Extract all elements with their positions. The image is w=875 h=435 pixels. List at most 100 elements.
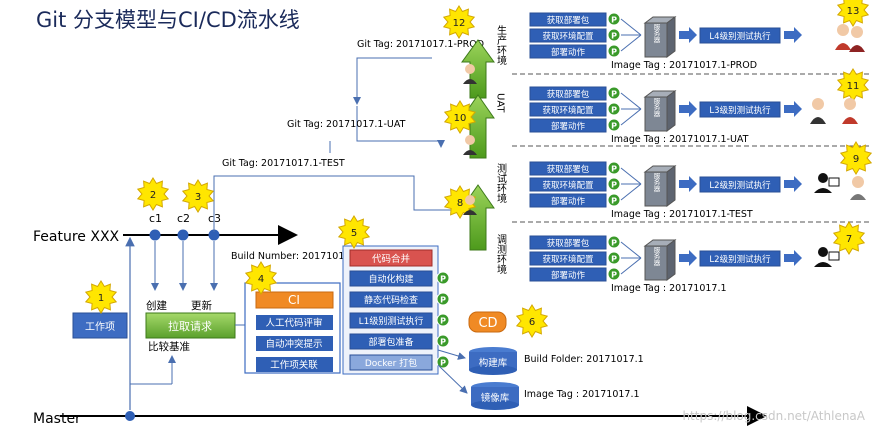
deploy-step-label: 部署动作 xyxy=(551,196,586,207)
image-tag-label: Image Tag : 20171017.1-PROD xyxy=(611,60,757,71)
ci-item-box[interactable] xyxy=(256,357,333,372)
deploy-step-label: 获取部署包 xyxy=(547,238,590,249)
env-label-test: 测试环境 xyxy=(495,162,507,204)
deploy-to-server-line xyxy=(620,92,642,110)
pipeline-step-box[interactable] xyxy=(349,312,433,329)
p-marker-icon xyxy=(436,334,450,348)
p-marker-icon xyxy=(607,102,621,116)
ci-label: CI xyxy=(288,293,300,307)
p-marker-icon xyxy=(607,177,621,191)
step-number-label: 5 xyxy=(351,228,357,239)
deploy-to-server-line xyxy=(620,183,642,201)
pipeline-to-repo-line xyxy=(437,349,466,360)
people-icon xyxy=(835,24,865,52)
pipeline-step-box[interactable] xyxy=(349,291,433,308)
pipeline-to-image-line xyxy=(437,364,468,394)
p-marker-label: P xyxy=(611,197,617,206)
step-star-icon xyxy=(244,261,278,295)
build-repo-cylinder[interactable] xyxy=(469,347,517,375)
p-marker-label: P xyxy=(611,48,617,57)
deploy-step-box[interactable] xyxy=(529,118,607,133)
deploy-step-box[interactable] xyxy=(529,267,607,282)
p-marker-icon xyxy=(607,251,621,265)
create-label: 创建 xyxy=(146,299,167,312)
p-marker-icon xyxy=(607,86,621,100)
deploy-to-server-line xyxy=(620,257,642,275)
page-title: Git 分支模型与CI/CD流水线 xyxy=(36,8,300,32)
server-icon-side xyxy=(666,239,676,281)
deploy-step-box[interactable] xyxy=(529,177,607,192)
test-step-box[interactable] xyxy=(699,250,781,267)
step-star-icon xyxy=(181,179,215,213)
pull-request-label: 拉取请求 xyxy=(168,319,212,333)
image-repo-cylinder[interactable] xyxy=(471,382,519,410)
build-repo-label: 构建库 xyxy=(479,357,508,369)
test-step-box[interactable] xyxy=(699,27,781,44)
step-number-label: 10 xyxy=(454,113,467,124)
test-step-label: L4级别测试执行 xyxy=(709,31,771,42)
flow-arrow-icon xyxy=(784,101,802,117)
image-tag-bottom-label: Image Tag : 20171017.1 xyxy=(524,389,640,400)
deploy-step-label: 部署动作 xyxy=(551,270,586,281)
deploy-step-box[interactable] xyxy=(529,28,607,43)
deploy-step-box[interactable] xyxy=(529,102,607,117)
test-step-box[interactable] xyxy=(699,176,781,193)
step-number-label: 4 xyxy=(258,274,264,285)
p-marker-icon xyxy=(436,355,450,369)
step-number-label: 8 xyxy=(457,198,463,209)
people-icon xyxy=(810,98,858,124)
commit-dot-c3[interactable] xyxy=(208,229,220,241)
compare-baseline-label: 比较基准 xyxy=(148,340,190,353)
watermark-text: https://blog.csdn.net/AthlenaA xyxy=(682,409,865,423)
step-number-label: 13 xyxy=(847,6,860,17)
deploy-step-box[interactable] xyxy=(529,44,607,59)
master-commit-dot xyxy=(125,411,135,421)
commit-dot-c2[interactable] xyxy=(177,229,189,241)
p-marker-label: P xyxy=(440,296,446,305)
p-marker-icon xyxy=(436,292,450,306)
test-step-box[interactable] xyxy=(699,101,781,118)
flow-arrow-icon xyxy=(784,176,802,192)
deploy-step-label: 获取部署包 xyxy=(547,15,590,26)
deploy-step-box[interactable] xyxy=(529,161,607,176)
pull-request-box[interactable] xyxy=(145,312,236,339)
deploy-step-box[interactable] xyxy=(529,193,607,208)
pipeline-step-box[interactable] xyxy=(349,333,433,350)
deploy-step-label: 获取环境配置 xyxy=(542,105,594,116)
deploy-to-server-line xyxy=(620,18,642,36)
deploy-step-box[interactable] xyxy=(529,86,607,101)
p-marker-label: P xyxy=(440,338,446,347)
pipeline-step-box[interactable] xyxy=(349,354,433,371)
step-star-icon xyxy=(832,221,866,255)
pipeline-step-merge[interactable] xyxy=(349,249,433,267)
p-marker-label: P xyxy=(611,271,617,280)
work-item-box[interactable] xyxy=(72,312,128,339)
ci-bracket xyxy=(244,282,341,374)
deploy-step-box[interactable] xyxy=(529,235,607,250)
server-icon-side xyxy=(666,165,676,207)
build-folder-label: Build Folder: 20171017.1 xyxy=(524,354,644,365)
server-label: 服务器 xyxy=(652,172,660,193)
ci-item-label: 人工代码评审 xyxy=(265,317,322,329)
ci-item-box[interactable] xyxy=(256,315,333,330)
step-number-label: 6 xyxy=(529,317,535,328)
deploy-step-label: 获取环境配置 xyxy=(542,180,594,191)
p-marker-label: P xyxy=(611,165,617,174)
p-marker-icon xyxy=(436,313,450,327)
commit-dot-c1[interactable] xyxy=(149,229,161,241)
feature-branch-label: Feature XXX xyxy=(33,229,120,245)
server-icon-side xyxy=(666,16,676,58)
deploy-step-box[interactable] xyxy=(529,12,607,27)
ci-item-label: 工作项关联 xyxy=(270,359,318,371)
git-tag-uat-line xyxy=(356,106,445,148)
update-label: 更新 xyxy=(191,299,212,312)
step-star-icon xyxy=(442,5,476,39)
step-number-label: 3 xyxy=(195,192,201,203)
test-step-label: L2级别测试执行 xyxy=(709,254,771,265)
pipeline-step-box[interactable] xyxy=(349,270,433,287)
deploy-step-box[interactable] xyxy=(529,251,607,266)
ci-item-box[interactable] xyxy=(256,336,333,351)
ci-box[interactable] xyxy=(255,291,334,309)
cd-box[interactable] xyxy=(468,311,507,333)
git-tag-uat-label: Git Tag: 20171017.1-UAT xyxy=(287,119,406,130)
